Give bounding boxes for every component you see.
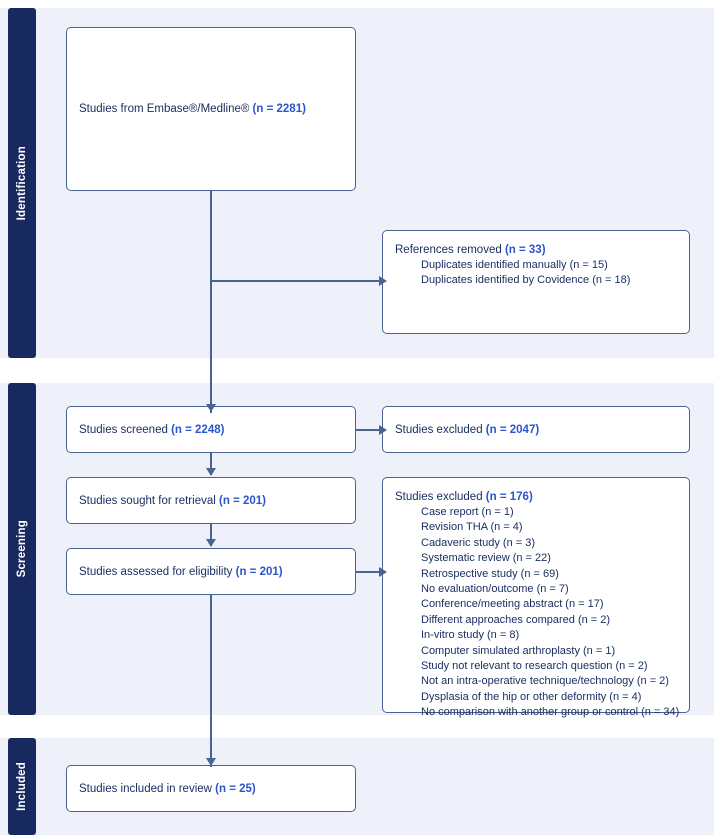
exclusion-reason-item: Not an intra-operative technique/technol…	[421, 675, 669, 688]
connector-screened-to-excluded	[356, 429, 384, 431]
exclusion-reason-item: Retrospective study (n = 69)	[421, 567, 559, 580]
stage-label-screening-text: Screening	[16, 520, 28, 578]
box-studies-excluded-eligibility-line: Studies excluded (n = 176)	[395, 489, 677, 505]
exclusion-reason-item: No comparison with another group or cont…	[421, 706, 680, 719]
exclusion-reason-item: Case report (n = 1)	[421, 506, 514, 518]
arrowhead-into-references-removed	[379, 276, 387, 286]
box-studies-screened-label: Studies screened	[79, 423, 172, 436]
box-studies-sought-for-retrieval-line: Studies sought for retrieval (n = 201)	[79, 493, 343, 509]
stage-label-included-text: Included	[16, 762, 28, 811]
exclusion-reason-item: Computer simulated arthroplasty (n = 1)	[421, 644, 616, 657]
connector-assessed-to-included	[210, 595, 212, 767]
stage-label-screening: Screening	[8, 383, 36, 715]
arrowhead-into-included	[206, 758, 216, 766]
exclusion-reason-item: Different approaches compared (n = 2)	[421, 613, 611, 626]
exclusion-reason-item: In-vitro study (n = 8)	[421, 629, 520, 642]
box-studies-included-in-review-label: Studies included in review	[79, 782, 216, 795]
connector-sources-to-screened	[210, 191, 212, 413]
box-studies-included-in-review-line: Studies included in review (n = 25)	[79, 781, 343, 797]
box-references-removed-item: Duplicates identified by Covidence (n = …	[421, 274, 631, 287]
box-references-removed-item: Duplicates identified manually (n = 15)	[421, 259, 608, 271]
stage-label-included: Included	[8, 738, 36, 835]
box-studies-included-in-review: Studies included in review (n = 25)	[66, 765, 356, 812]
arrowhead-into-assessed	[206, 539, 216, 547]
box-studies-from-databases: Studies from Embase®/Medline® (n = 2281)	[66, 27, 356, 191]
exclusion-reason-item: Study not relevant to research question …	[421, 660, 648, 673]
box-references-removed-count: (n = 33)	[504, 244, 546, 256]
stage-label-identification: Identification	[8, 8, 36, 358]
box-references-removed-line: References removed (n = 33)	[395, 242, 677, 258]
exclusion-reason-item: Systematic review (n = 22)	[421, 552, 551, 565]
box-studies-screened: Studies screened (n = 2248)	[66, 406, 356, 453]
arrowhead-into-screened	[206, 404, 216, 412]
box-studies-excluded-eligibility: Studies excluded (n = 176) Case report (…	[382, 477, 690, 718]
stage-label-identification-text: Identification	[16, 145, 28, 221]
box-studies-sought-for-retrieval-label: Studies sought for retrieval	[79, 494, 219, 507]
box-studies-excluded-eligibility-count: (n = 176)	[485, 491, 533, 503]
connector-sources-to-references-removed	[211, 280, 383, 282]
box-studies-screened-line: Studies screened (n = 2248)	[79, 422, 343, 438]
box-studies-assessed-for-eligibility-line: Studies assessed for eligibility (n = 20…	[79, 564, 343, 580]
box-studies-excluded-screening-label: Studies excluded	[395, 423, 486, 436]
arrowhead-into-sought	[206, 468, 216, 476]
exclusion-reason-item: Conference/meeting abstract (n = 17)	[421, 598, 604, 611]
box-references-removed: References removed (n = 33) Duplicates i…	[382, 230, 690, 334]
box-studies-sought-for-retrieval: Studies sought for retrieval (n = 201)	[66, 477, 356, 524]
box-references-removed-label: References removed	[395, 244, 505, 256]
box-studies-screened-count: (n = 2248)	[171, 423, 225, 436]
box-studies-included-in-review-count: (n = 25)	[215, 782, 256, 795]
box-studies-from-databases-count: (n = 2281)	[252, 103, 306, 115]
exclusion-reason-item: Cadaveric study (n = 3)	[421, 536, 536, 549]
box-studies-assessed-for-eligibility-count: (n = 201)	[235, 565, 283, 578]
box-studies-sought-for-retrieval-count: (n = 201)	[219, 494, 266, 507]
arrowhead-into-excluded-screening	[379, 425, 387, 435]
exclusion-reason-item: No evaluation/outcome (n = 7)	[421, 583, 569, 596]
exclusion-reason-item: Dysplasia of the hip or other deformity …	[421, 690, 642, 703]
exclusion-reason-item: Revision THA (n = 4)	[421, 521, 523, 534]
connector-assessed-to-excluded-eligibility	[356, 571, 384, 573]
box-studies-from-databases-line: Studies from Embase®/Medline® (n = 2281)	[79, 101, 343, 117]
box-studies-excluded-screening-line: Studies excluded (n = 2047)	[395, 422, 677, 438]
box-studies-excluded-screening: Studies excluded (n = 2047)	[382, 406, 690, 453]
box-studies-assessed-for-eligibility-label: Studies assessed for eligibility	[79, 565, 236, 578]
box-studies-assessed-for-eligibility: Studies assessed for eligibility (n = 20…	[66, 548, 356, 595]
box-studies-excluded-screening-count: (n = 2047)	[485, 423, 540, 436]
connector-screened-to-sought	[210, 453, 212, 475]
connector-sought-to-assessed	[210, 524, 212, 546]
box-studies-excluded-eligibility-label: Studies excluded	[395, 491, 486, 503]
arrowhead-into-excluded-eligibility	[379, 567, 387, 577]
box-studies-from-databases-label: Studies from Embase®/Medline®	[79, 103, 253, 115]
